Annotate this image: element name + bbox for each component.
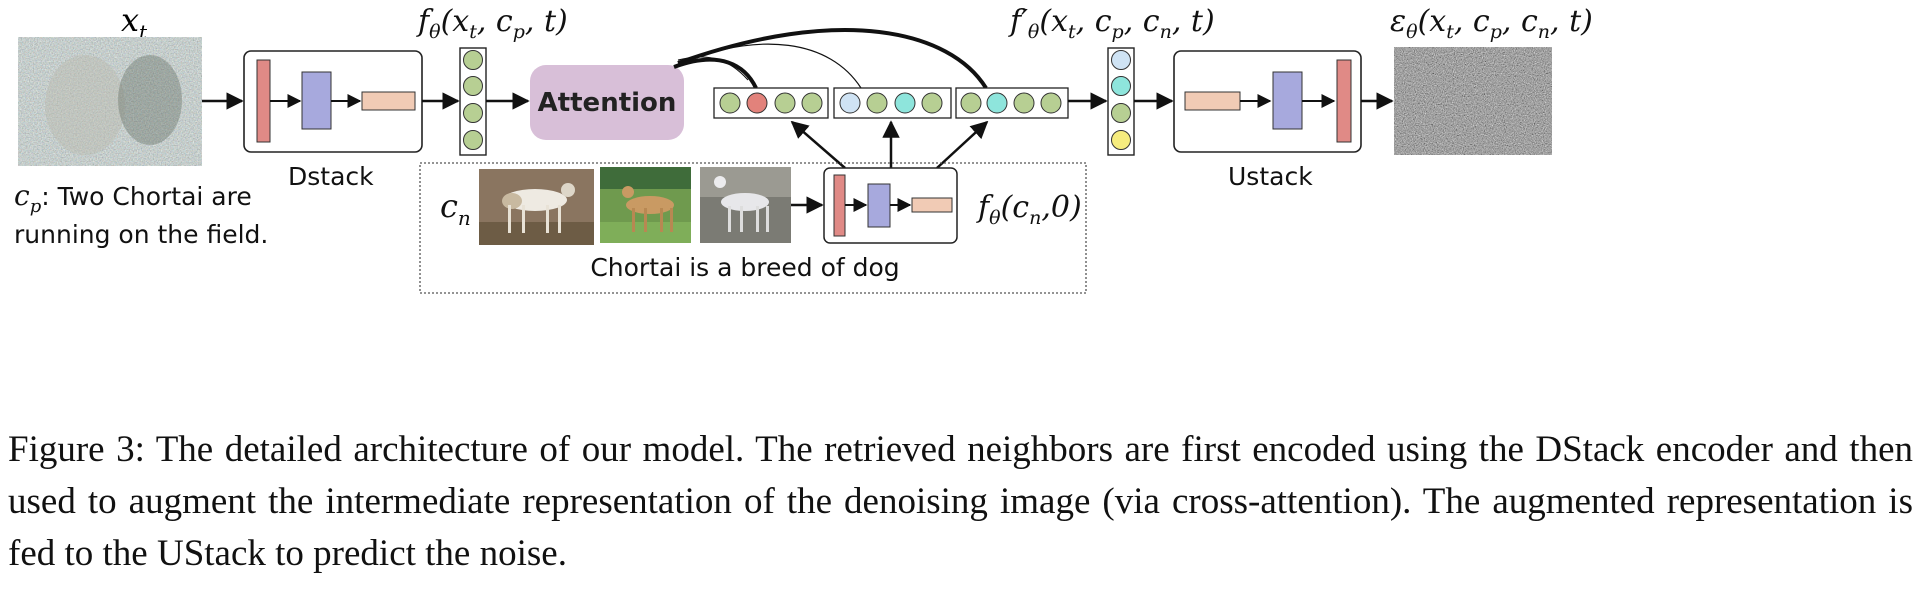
attention-block: Attention — [530, 65, 684, 140]
neighbor-feature-groups — [713, 87, 1069, 119]
neighbors-box — [419, 162, 1087, 294]
attention-curves — [673, 28, 988, 90]
predicted-noise-image — [1394, 47, 1552, 155]
diagram-canvas: xt cp: Two Chortai are running on the fi… — [14, 1, 1593, 294]
neighbor-image-1 — [479, 169, 594, 245]
cp-line-1: cp: Two Chortai are — [14, 179, 252, 217]
neighbor-encoder-block — [823, 167, 958, 244]
svg-text:Attention: Attention — [538, 88, 677, 118]
f-theta-prime-label: f′θ(xt, cp, cn, t) — [1008, 4, 1215, 43]
f-theta-cn-label: fθ(cn,0) — [976, 190, 1082, 229]
feature-column-augmented — [1107, 47, 1135, 156]
neighbors-caption: Chortai is a breed of dog — [590, 253, 899, 282]
dstack-block — [243, 50, 423, 153]
noisy-input-image — [18, 37, 202, 166]
ustack-label: Ustack — [1228, 162, 1313, 191]
cp-line-2: running on the field. — [14, 220, 268, 249]
feature-column-dstack — [459, 47, 487, 156]
neighbor-arrows — [790, 120, 989, 169]
cn-label: cn — [440, 187, 471, 230]
xt-label: xt — [121, 1, 148, 44]
figure-caption: Figure 3: The detailed architecture of o… — [8, 429, 1913, 574]
dstack-label: Dstack — [288, 162, 374, 191]
f-theta-label: fθ(xt, cp, t) — [416, 4, 568, 43]
ustack-block — [1173, 50, 1362, 153]
epsilon-label: εθ(xt, cp, cn, t) — [1390, 4, 1593, 43]
neighbor-image-2 — [600, 167, 691, 243]
neighbor-image-3 — [700, 167, 791, 243]
